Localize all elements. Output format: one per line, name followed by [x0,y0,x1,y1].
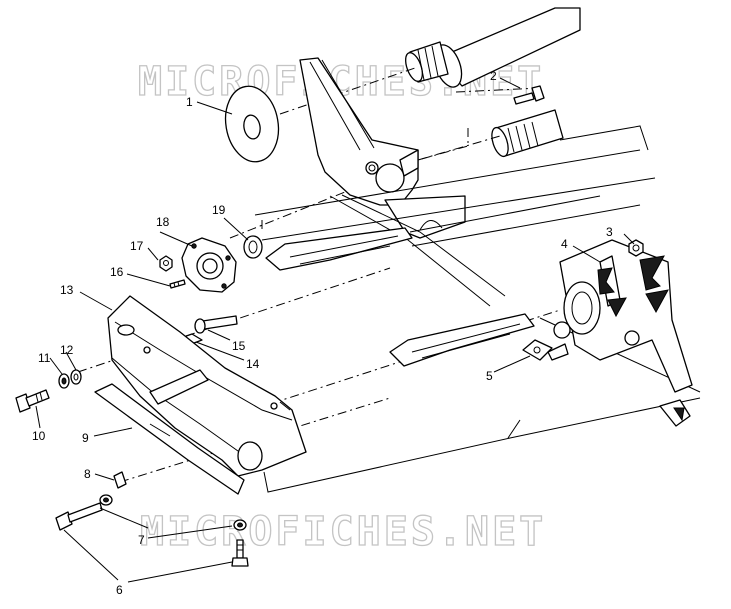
leader-lines [35,77,635,583]
centerline-bend [417,128,469,161]
centerline-1 [279,67,416,115]
lower-splined-shaft [491,109,564,158]
callout-16: 16 [110,265,124,279]
callout-15: 15 [232,339,246,353]
part-2-bolt [513,85,545,105]
callout-5: 5 [486,369,493,383]
centerline-4 [77,267,391,373]
callout-10: 10 [32,429,46,443]
part-16-screw [169,279,186,289]
callout-14: 14 [246,357,260,371]
callout-12: 12 [60,343,74,357]
callout-8: 8 [84,467,91,481]
part-19-seal [243,235,263,259]
callout-18: 18 [156,215,170,229]
callout-13: 13 [60,283,74,297]
part-7-washer-upper [99,494,113,506]
part-11-washer [58,373,70,389]
part-13-cover [107,295,307,477]
part-6-bolt-upper [55,502,103,531]
right-bracket-assembly [553,239,693,427]
part-17-nut [159,255,173,272]
part-8-plug [113,471,127,489]
footrest-upper [265,227,413,271]
watermark-bottom: MICROFICHES.NET [140,509,546,555]
centerline-2 [417,135,501,161]
callout-19: 19 [212,203,226,217]
callout-4: 4 [561,237,568,251]
frame-upright: B3 [299,57,419,223]
callout-3: 3 [606,225,613,239]
callout-17: 17 [130,239,144,253]
callout-1: 1 [186,95,193,109]
part-6-bolt-lower [231,539,249,567]
upper-shaft-assembly [405,7,581,88]
callout-9: 9 [82,431,89,445]
centerline-3 [229,179,376,239]
callout-2: 2 [490,69,497,83]
part-18-flange [181,237,237,293]
callout-6: 6 [116,583,123,597]
callout-7: 7 [138,533,145,547]
part-1-disc [224,85,280,163]
part-10-bolt [15,389,50,413]
part-15-bolt [194,315,238,334]
part-5-bracket [522,339,569,361]
footrest-lower [389,313,535,367]
part-12-washer [70,369,82,385]
callout-11: 11 [38,351,51,365]
centerline-7 [455,87,541,93]
part-9-strap [94,383,245,495]
callout-numbers: 1 2 3 4 5 6 7 8 9 10 11 12 13 14 15 16 1… [32,69,613,597]
part-3-nut [628,239,644,257]
part-7-washer-lower [233,519,247,531]
